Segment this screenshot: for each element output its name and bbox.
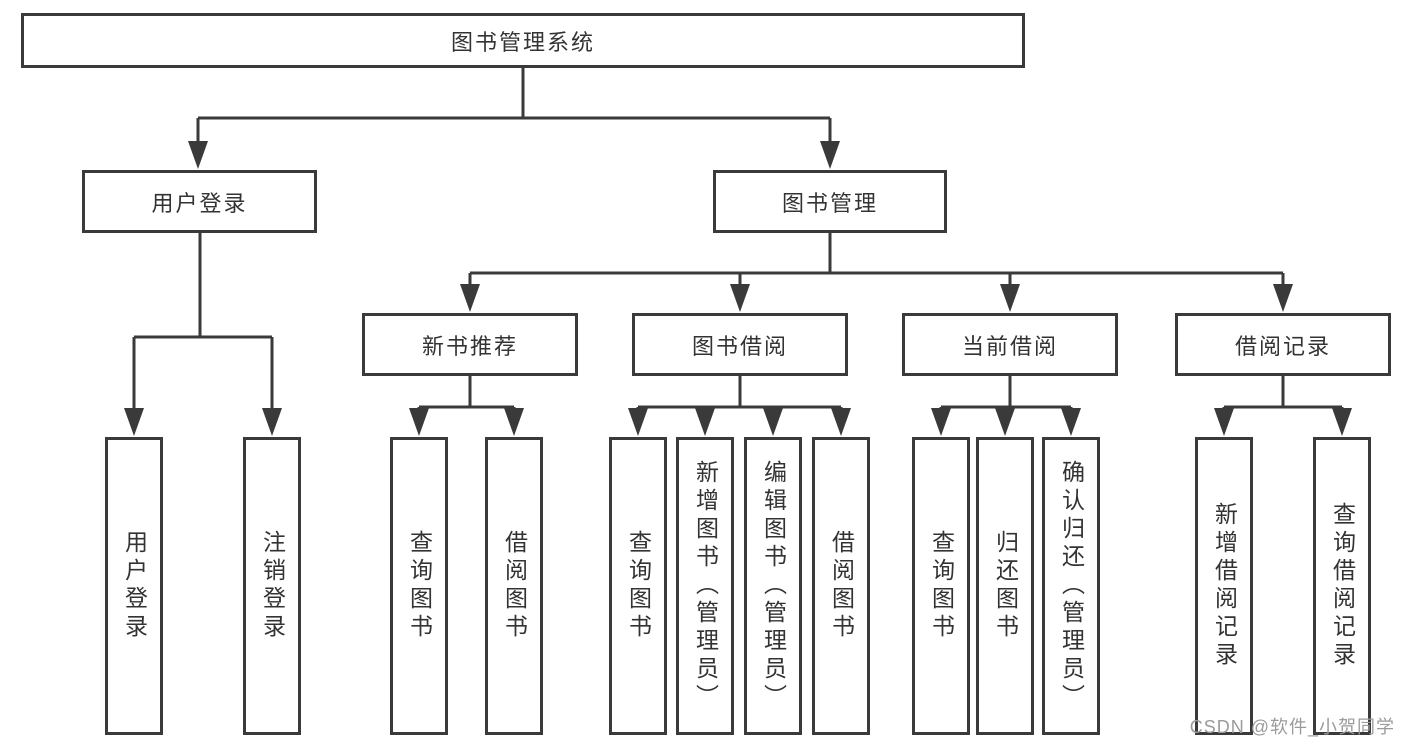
leaf-query-books-borrow: 查询图书 bbox=[609, 437, 667, 735]
leaf-add-borrow-record: 新增借阅记录 bbox=[1195, 437, 1253, 735]
leaf-query-books-current: 查询图书 bbox=[912, 437, 970, 735]
leaf-query-borrow-record: 查询借阅记录 bbox=[1313, 437, 1371, 735]
leaf-borrow-books-recommend: 借阅图书 bbox=[485, 437, 543, 735]
node-book-borrow: 图书借阅 bbox=[632, 313, 848, 376]
leaf-borrow-books: 借阅图书 bbox=[812, 437, 870, 735]
node-root-system: 图书管理系统 bbox=[21, 13, 1025, 68]
leaf-return-books: 归还图书 bbox=[976, 437, 1034, 735]
node-current-borrow: 当前借阅 bbox=[902, 313, 1118, 376]
leaf-add-books-admin: 新增图书（管理员） bbox=[676, 437, 734, 735]
arrowheads bbox=[124, 141, 1352, 436]
leaf-logout: 注销登录 bbox=[243, 437, 301, 735]
leaf-query-books-recommend: 查询图书 bbox=[390, 437, 448, 735]
leaf-edit-books-admin: 编辑图书（管理员） bbox=[744, 437, 802, 735]
node-book-management: 图书管理 bbox=[713, 170, 947, 233]
leaf-user-login: 用户登录 bbox=[105, 437, 163, 735]
csdn-watermark: CSDN @软件_小贺同学 bbox=[1189, 717, 1395, 737]
node-user-login: 用户登录 bbox=[82, 170, 317, 233]
leaf-confirm-return-admin: 确认归还（管理员） bbox=[1042, 437, 1100, 735]
node-new-book-recommend: 新书推荐 bbox=[362, 313, 578, 376]
node-borrow-records: 借阅记录 bbox=[1175, 313, 1391, 376]
